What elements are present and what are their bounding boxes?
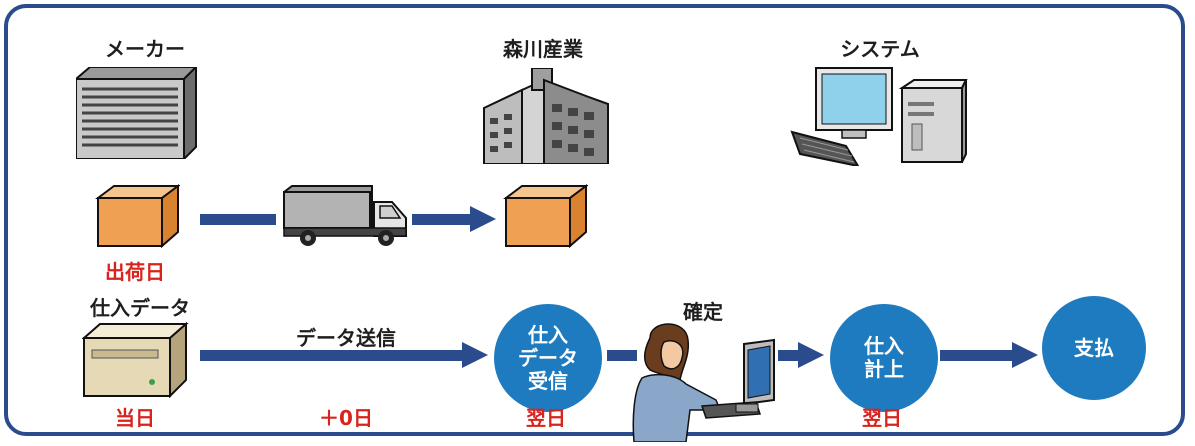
box-icon [95, 184, 180, 248]
label-confirm: 確定 [683, 300, 723, 324]
maker-building-icon [76, 67, 198, 159]
label-today: 当日 [115, 406, 155, 430]
label-next-day-record: 翌日 [862, 406, 902, 430]
circle-text: 仕入 [864, 334, 904, 358]
circle-payment: 支払 [1042, 296, 1146, 400]
circle-text: 計上 [864, 357, 904, 381]
box-icon [503, 184, 588, 248]
label-purchase-data: 仕入データ [90, 296, 190, 320]
circle-text: データ [518, 345, 578, 370]
diagram-frame [4, 4, 1185, 436]
circle-text: 受信 [528, 368, 568, 393]
label-data-send: データ送信 [296, 326, 396, 350]
operator-at-computer-icon [632, 323, 775, 442]
morikawa-building-icon [483, 68, 609, 164]
circle-text: 仕入 [528, 322, 568, 347]
label-morikawa: 森川産業 [503, 37, 583, 61]
circle-purchase-record: 仕入 計上 [830, 304, 938, 412]
computer-system-icon [790, 67, 968, 166]
label-next-day-receive: 翌日 [526, 406, 566, 430]
label-ship-date: 出荷日 [105, 260, 165, 284]
circle-data-receive: 仕入 データ 受信 [494, 304, 602, 412]
confirm-arrow [778, 342, 824, 368]
shipment-line [200, 214, 276, 225]
record-arrow [940, 342, 1038, 368]
circle-text: 支払 [1074, 335, 1114, 360]
server-icon [82, 322, 189, 398]
connector-line [607, 350, 637, 361]
label-plus-zero-days: ＋0日 [319, 406, 373, 430]
label-maker: メーカー [105, 37, 185, 61]
truck-icon [283, 185, 407, 246]
data-send-arrow [200, 342, 488, 368]
shipment-arrow [412, 206, 496, 232]
label-system: システム [840, 37, 920, 61]
